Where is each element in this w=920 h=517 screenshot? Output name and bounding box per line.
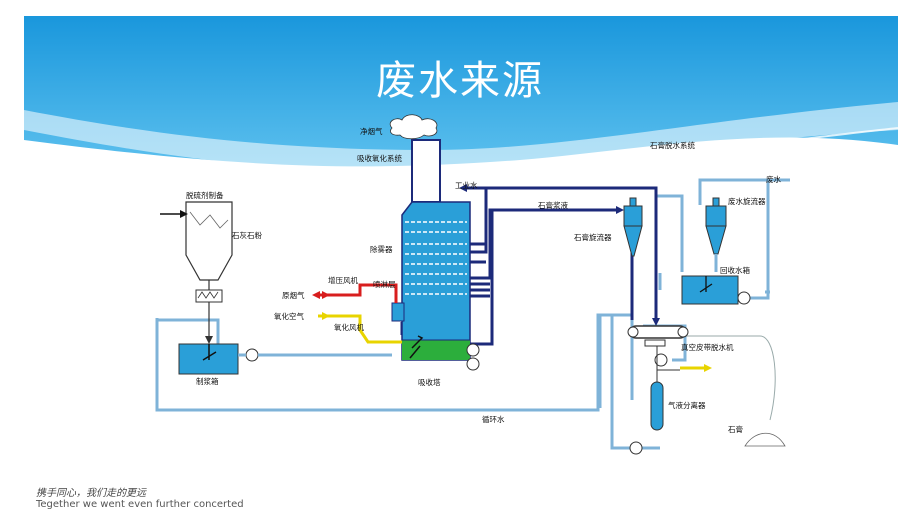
label-waste-cyclone: 废水旋流器 (728, 196, 766, 206)
absorber-tower (391, 139, 471, 361)
label-spray-layer: 喷淋层 (373, 279, 396, 289)
flue-gas-line (318, 283, 398, 303)
label-demister: 除雾器 (370, 244, 393, 254)
arrow-icon (322, 291, 330, 299)
label-gas-liquid-separator: 气液分离器 (668, 400, 706, 410)
arrow-icon (180, 210, 188, 218)
footer-slogan-cn: 携手同心，我们走的更远 (36, 488, 146, 499)
label-oxidation-air: 氧化空气 (274, 311, 304, 321)
slide-title: 废水来源 (376, 58, 544, 104)
label-slurry-tank: 制浆箱 (196, 376, 219, 386)
label-clean-gas: 净烟气 (360, 126, 383, 136)
gas-liquid-separator (650, 346, 680, 431)
limestone-silo (185, 201, 233, 344)
label-raw-flue-gas: 原烟气 (282, 290, 305, 300)
arrow-icon (652, 318, 660, 326)
process-flow-diagram: 净烟气 吸收氧化系统 石膏脱水系统 废水 脱硫剂制备 石灰石粉 工业水 石膏浆液… (155, 114, 790, 455)
arrow-icon (312, 291, 320, 299)
gypsum-pile (744, 432, 786, 447)
vacuum-belt-filter (627, 325, 689, 347)
label-booster-fan: 增压风机 (328, 275, 358, 285)
clean-gas-cloud (389, 114, 438, 140)
label-wastewater: 废水 (766, 174, 781, 184)
slurry-tank (178, 343, 239, 375)
label-recovery-tank: 回收水箱 (720, 265, 750, 275)
arrow-icon (704, 364, 712, 372)
label-absorber: 吸收塔 (418, 377, 441, 387)
label-gypsum-slurry: 石膏浆液 (538, 200, 568, 210)
label-oxidation-fan: 氧化风机 (334, 322, 364, 332)
label-limestone-powder: 石灰石粉 (232, 230, 262, 240)
oxidation-air-line (318, 314, 402, 344)
recovery-tank (681, 275, 739, 305)
label-gypsum: 石膏 (728, 424, 743, 434)
label-industrial-water: 工业水 (455, 180, 478, 190)
label-gypsum-dewater-system: 石膏脱水系统 (650, 140, 695, 150)
label-desulfurizer-prep: 脱硫剂制备 (186, 190, 224, 200)
arrow-icon (459, 184, 467, 192)
footer: 携手同心，我们走的更远 Tegether we went even furthe… (36, 484, 244, 510)
gypsum-cyclone (623, 197, 643, 257)
pump-icons (245, 291, 751, 455)
label-vacuum-belt: 真空皮带脱水机 (681, 342, 734, 352)
gypsum-chute (685, 335, 776, 421)
label-absorption-system: 吸收氧化系统 (357, 153, 402, 163)
label-gypsum-cyclone: 石膏旋流器 (574, 232, 612, 242)
label-circulating-water: 循环水 (482, 414, 505, 424)
arrow-icon (322, 312, 330, 320)
waste-cyclone (705, 197, 727, 272)
footer-slogan-en: Tegether we went even further concerted (36, 499, 244, 510)
header-banner (23, 16, 899, 172)
arrow-icon (616, 206, 624, 214)
